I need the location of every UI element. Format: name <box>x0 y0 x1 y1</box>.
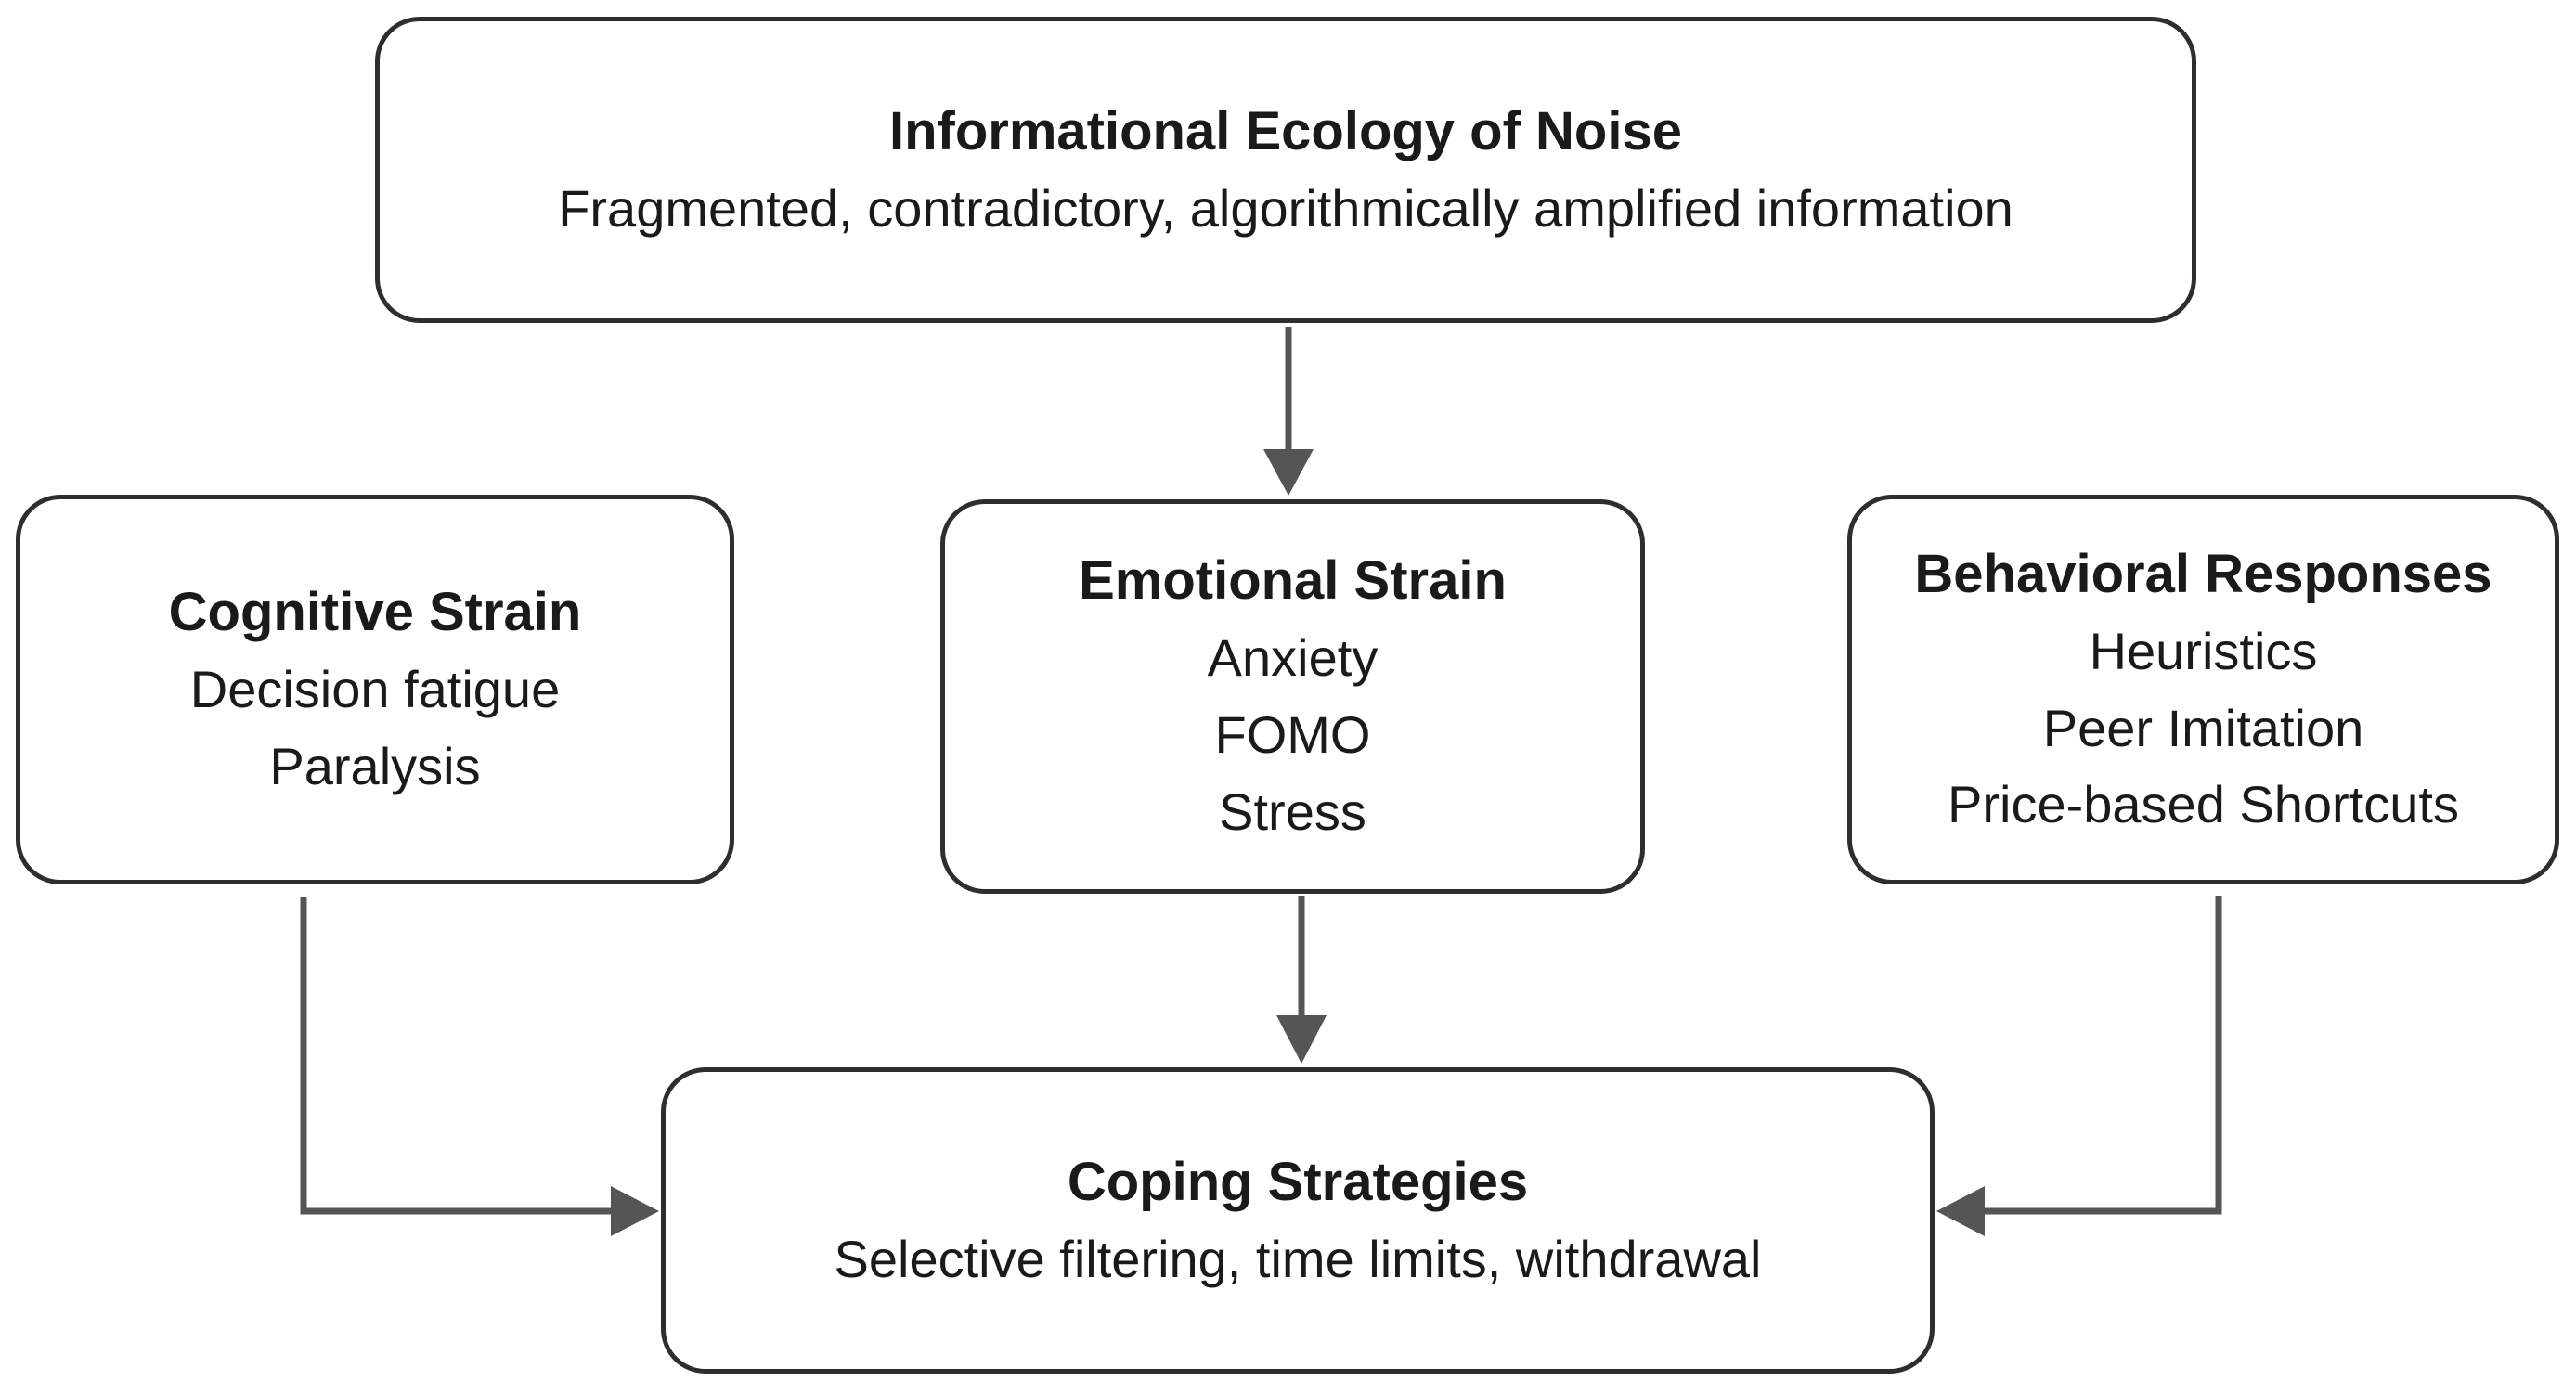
arrow-middle-to-bottom-head <box>1276 1015 1327 1064</box>
arrow-left-to-bottom-head <box>611 1186 659 1236</box>
node-line: Heuristics <box>2089 621 2318 680</box>
node-line: Stress <box>1219 781 1366 841</box>
arrow-top-to-middle <box>1263 327 1314 496</box>
node-line: Paralysis <box>269 737 481 796</box>
node-title: Coping Strategies <box>1067 1151 1529 1212</box>
node-cognitive-strain: Cognitive Strain Decision fatigue Paraly… <box>16 495 734 884</box>
node-line: FOMO <box>1214 705 1371 765</box>
node-line: Selective filtering, time limits, withdr… <box>834 1229 1762 1288</box>
arrow-left-to-bottom-shaft <box>300 897 611 1215</box>
node-line: Price-based Shortcuts <box>1948 775 2459 834</box>
arrow-right-to-bottom-shaft <box>1985 896 2222 1215</box>
node-title: Behavioral Responses <box>1914 543 2492 604</box>
node-emotional-strain: Emotional Strain Anxiety FOMO Stress <box>940 499 1645 894</box>
arrow-left-to-bottom <box>300 897 659 1236</box>
arrow-middle-to-bottom <box>1276 896 1327 1064</box>
node-line: Peer Imitation <box>2042 698 2364 757</box>
node-behavioral-responses: Behavioral Responses Heuristics Peer Imi… <box>1847 495 2559 884</box>
node-line: Fragmented, contradictory, algorithmical… <box>558 178 2013 238</box>
node-title: Informational Ecology of Noise <box>889 100 1682 161</box>
node-line: Anxiety <box>1207 628 1379 688</box>
node-informational-ecology-of-noise: Informational Ecology of Noise Fragmente… <box>375 17 2196 323</box>
node-title: Cognitive Strain <box>168 582 582 643</box>
node-title: Emotional Strain <box>1079 550 1507 612</box>
arrow-right-to-bottom <box>1936 896 2222 1236</box>
arrow-top-to-middle-head <box>1263 449 1314 496</box>
node-line: Decision fatigue <box>189 660 561 719</box>
node-coping-strategies: Coping Strategies Selective filtering, t… <box>661 1067 1935 1374</box>
arrow-right-to-bottom-head <box>1936 1186 1985 1236</box>
